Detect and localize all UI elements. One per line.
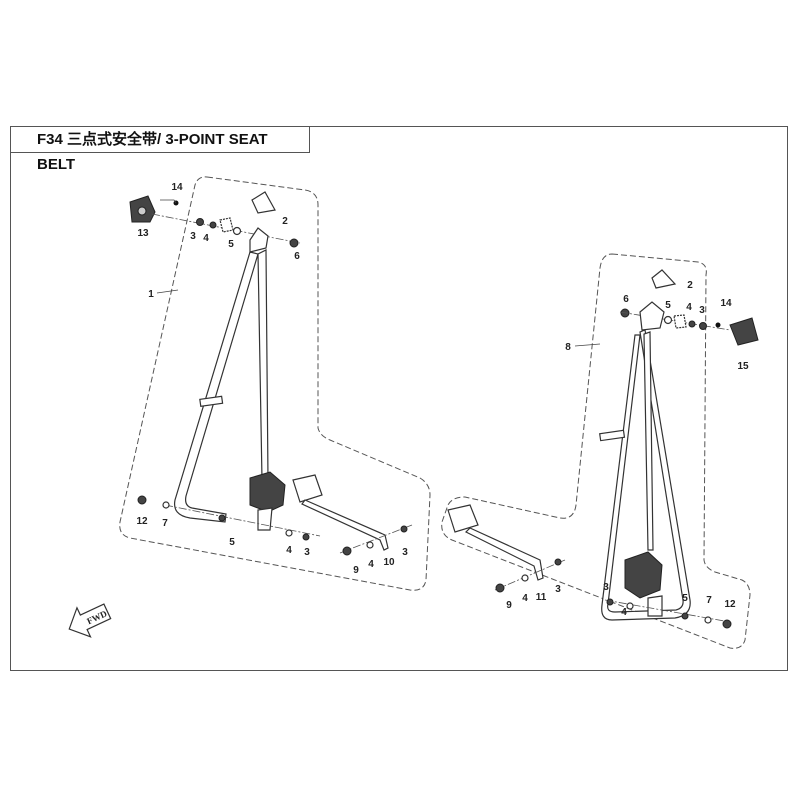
trim-cover-15 xyxy=(729,317,759,346)
callout: 10 xyxy=(383,557,395,568)
left-seat-belt-assembly xyxy=(129,191,413,556)
callout: 3 xyxy=(555,584,561,595)
callout: 2 xyxy=(282,216,288,227)
callout: 7 xyxy=(706,595,712,606)
callout: 8 xyxy=(565,342,571,353)
callout: 3 xyxy=(699,305,705,316)
callout: 4 xyxy=(368,559,374,570)
cover-2 xyxy=(251,191,276,214)
buckle-right xyxy=(447,504,479,533)
right-callouts: 2 6 5 4 3 14 15 8 3 4 5 7 12 9 4 11 3 xyxy=(506,280,749,618)
diagram-frame xyxy=(10,126,788,671)
callout: 3 xyxy=(190,231,196,242)
callout: 12 xyxy=(136,516,148,527)
diagram-title: F34 三点式安全带/ 3-POINT SEAT BELT xyxy=(10,126,310,173)
callout: 9 xyxy=(353,565,359,576)
callout: 4 xyxy=(621,607,627,618)
belt-webbing xyxy=(173,251,259,523)
callout: 2 xyxy=(687,280,693,291)
retractor-right xyxy=(624,551,663,599)
upper-anchor xyxy=(249,227,269,253)
callout: 3 xyxy=(304,547,310,558)
callout: 9 xyxy=(506,600,512,611)
fwd-arrow-icon: FWD xyxy=(68,603,112,638)
callout: 3 xyxy=(402,547,408,558)
callout: 4 xyxy=(203,233,209,244)
callout: 5 xyxy=(682,593,688,604)
callout: 11 xyxy=(536,592,547,603)
callout: 1 xyxy=(148,289,154,300)
callout: 14 xyxy=(171,182,183,193)
callout: 5 xyxy=(229,537,235,548)
callout: 7 xyxy=(162,518,168,529)
left-assembly-outline xyxy=(119,176,431,591)
callout: 6 xyxy=(623,294,629,305)
retractor xyxy=(249,471,286,513)
callout: 6 xyxy=(294,251,300,262)
buckle xyxy=(292,474,323,503)
callout: 14 xyxy=(720,298,732,309)
callout: 5 xyxy=(228,239,234,250)
callout: 13 xyxy=(137,228,149,239)
callout: 12 xyxy=(724,599,736,610)
callout: 15 xyxy=(737,361,749,372)
callout: 4 xyxy=(286,545,292,556)
right-seat-belt-assembly xyxy=(447,269,759,629)
callout: 4 xyxy=(686,302,692,313)
cover-2-right xyxy=(651,269,677,289)
left-callouts: 14 13 3 4 5 2 6 1 12 7 5 4 3 9 4 10 3 xyxy=(136,182,408,576)
callout: 4 xyxy=(522,593,528,604)
callout: 3 xyxy=(603,582,609,593)
right-assembly-outline xyxy=(441,253,751,649)
callout: 5 xyxy=(665,300,671,311)
